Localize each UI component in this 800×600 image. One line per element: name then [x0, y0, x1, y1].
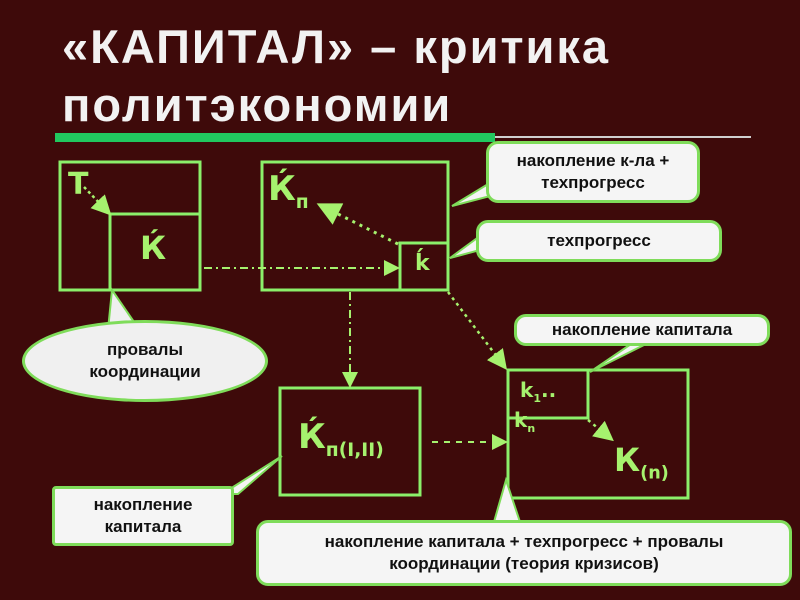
callout-coord-failures: провалы координации	[22, 320, 268, 402]
box-k-n	[506, 368, 690, 500]
symbol-k-n: К(n)	[614, 441, 669, 484]
symbol-k1: k1..	[520, 378, 557, 405]
pointer-crisis	[492, 476, 522, 523]
box-k-p	[260, 160, 450, 292]
title-line-1: «КАПИТАЛ» – критика	[62, 20, 611, 73]
symbol-kn: kn	[514, 408, 536, 435]
title-underline-green	[55, 133, 495, 142]
callout-accum-capital-top: накопление капитала	[514, 314, 770, 346]
callout-accum-tech: накопление к-ла + техпрогресс	[486, 141, 700, 203]
box-k-inner	[108, 212, 202, 292]
arrow-k1-to-k-n	[587, 419, 614, 442]
callout-crisis-theory: накопление капитала + техпрогресс + пров…	[256, 520, 792, 586]
callout-accum-capital-bottom: накопление капитала	[52, 486, 234, 546]
title-underline-gray	[495, 136, 751, 138]
arrow-k-small-to-k-p	[316, 203, 399, 246]
pointer-accum-top	[589, 341, 651, 373]
box-k-small	[398, 241, 450, 292]
arrow-k-small-to-k-n	[447, 291, 508, 370]
symbol-t: Т	[68, 167, 89, 202]
symbol-k-inner: Ќ	[140, 229, 167, 267]
title-line-2: политэкономии	[62, 78, 453, 131]
symbol-k-p: Ќп	[268, 169, 309, 213]
callout-tech: техпрогресс	[476, 220, 722, 262]
symbol-k-small: ḱ	[415, 251, 430, 276]
box-k1-kn	[506, 368, 590, 420]
symbol-k-p-sum: Ќп(I,II)	[298, 417, 384, 461]
box-k-p-sum	[278, 386, 422, 497]
title-underline	[55, 133, 751, 143]
page-title: «КАПИТАЛ» – критика политэкономии	[62, 18, 782, 134]
